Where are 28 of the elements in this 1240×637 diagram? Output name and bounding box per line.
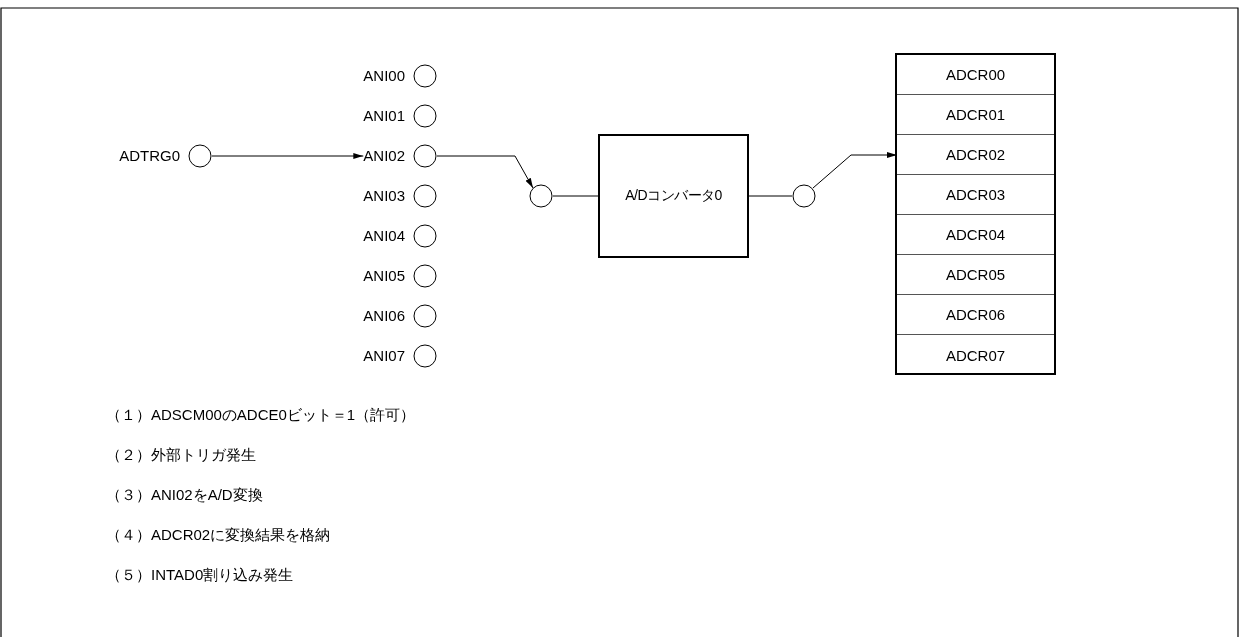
- pin-label: ANI01: [363, 107, 405, 125]
- note-text: （４）ADCR02に変換結果を格納: [106, 525, 331, 545]
- register-cell: ADCR06: [897, 295, 1054, 335]
- register-cell: ADCR00: [897, 55, 1054, 95]
- arrow: [436, 155, 534, 189]
- converter-box: A/Dコンバータ0: [598, 134, 749, 258]
- connector: [552, 195, 599, 197]
- register-cell: ADCR03: [897, 175, 1054, 215]
- note-text: （３）ANI02をA/D変換: [106, 485, 263, 505]
- pin-label: ANI07: [363, 347, 405, 365]
- register-stack: [895, 53, 1056, 375]
- note-text: （１）ADSCM00のADCE0ビット＝1（許可）: [106, 405, 416, 425]
- register-cell: ADCR01: [897, 95, 1054, 135]
- pin-label: ANI06: [363, 307, 405, 325]
- note-text: （５）INTAD0割り込み発生: [106, 565, 294, 585]
- register-cell: ADCR07: [897, 335, 1054, 375]
- note-text: （２）外部トリガ発生: [106, 445, 256, 465]
- pin-label: ANI05: [363, 267, 405, 285]
- register-cell: ADCR02: [897, 135, 1054, 175]
- pin-label: ANI04: [363, 227, 405, 245]
- register-cell: ADCR04: [897, 215, 1054, 255]
- connector: [748, 195, 793, 197]
- arrow: [211, 153, 364, 159]
- pin-label: ANI03: [363, 187, 405, 205]
- pin-label: ADTRG0: [119, 147, 180, 165]
- pin-label: ANI02: [363, 147, 405, 165]
- register-cell: ADCR05: [897, 255, 1054, 295]
- pin-label: ANI00: [363, 67, 405, 85]
